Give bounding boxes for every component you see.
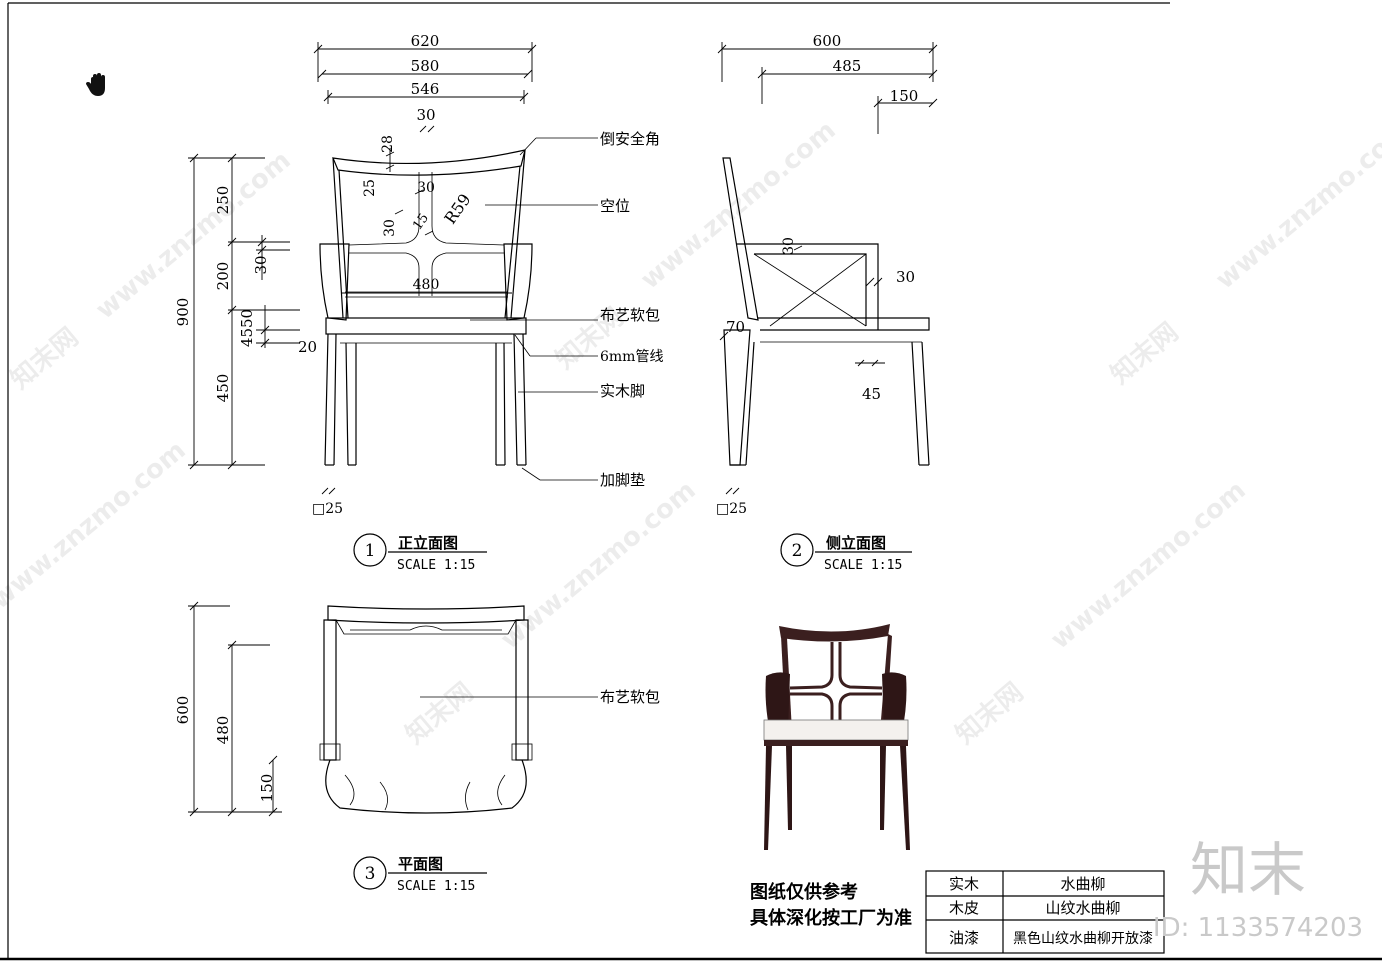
front-leaders	[470, 137, 598, 481]
dim-30-left: 30	[252, 255, 270, 274]
label-piping: 6mm管线	[600, 349, 663, 365]
watermark-cn: 知末网	[950, 677, 1029, 750]
brand-watermark: 知末 ID: 1133574203	[1153, 836, 1363, 943]
front-elevation: 620 580 546 30 900 250 200 30 4550 450 2…	[174, 32, 663, 573]
dim-30-side-a: 30	[781, 237, 797, 255]
watermark-group: www.znzmo.com 知末网 www.znzmo.com 知末网 www.…	[0, 115, 1382, 750]
dim-600: 600	[813, 32, 842, 50]
dim-sq25-side: □25	[716, 501, 747, 517]
watermark-text: www.znzmo.com	[1045, 475, 1251, 655]
dim-485: 485	[833, 57, 862, 75]
table-label: 木皮	[949, 899, 979, 917]
view-name: 侧立面图	[826, 534, 886, 552]
brand-logo: 知末	[1190, 836, 1306, 904]
view-name: 正立面图	[398, 534, 458, 552]
dim-15: 15	[410, 211, 432, 233]
table-value: 水曲柳	[1060, 875, 1105, 893]
watermark-text: www.znzmo.com	[495, 475, 701, 655]
plan-view: 600 480 150 布艺软包 3 平面图 SCALE 1:15	[174, 601, 660, 894]
view-scale: SCALE 1:15	[397, 879, 475, 894]
note-line-1: 图纸仅供参考	[750, 881, 858, 903]
dim-450: 450	[214, 374, 232, 403]
dim-480-plan: 480	[214, 716, 232, 745]
dim-900: 900	[174, 298, 192, 327]
dim-25: 25	[362, 179, 378, 197]
label-plan-upholstery: 布艺软包	[600, 688, 660, 706]
note-line-2: 具体深化按工厂为准	[750, 907, 912, 929]
dim-580: 580	[411, 57, 440, 75]
watermark-text: www.znzmo.com	[1210, 115, 1382, 295]
view-scale: SCALE 1:15	[397, 558, 475, 573]
view-number-circle	[353, 533, 387, 567]
view-number: 2	[792, 541, 803, 561]
dim-150: 150	[890, 87, 919, 105]
table-label: 实木	[949, 875, 979, 893]
view-number: 1	[365, 541, 376, 561]
dim-30-diag: 30	[382, 219, 398, 237]
view-number-circle	[780, 533, 814, 567]
plan-chair-outline	[319, 605, 533, 814]
hand-pan-icon[interactable]	[86, 73, 105, 96]
dim-4550: 4550	[238, 309, 256, 347]
dim-28: 28	[380, 135, 396, 153]
watermark-text: www.znzmo.com	[90, 145, 296, 325]
label-solid-leg: 实木脚	[600, 382, 645, 400]
table-value: 黑色山纹水曲柳开放漆	[1013, 930, 1153, 947]
view-scale: SCALE 1:15	[824, 558, 902, 573]
dim-sq25: □25	[312, 501, 343, 517]
dim-45: 45	[862, 385, 881, 403]
table-label: 油漆	[949, 929, 979, 947]
watermark-cn: 知末网	[400, 677, 479, 750]
notes-block: 图纸仅供参考 具体深化按工厂为准	[750, 881, 912, 929]
side-chair-outline	[722, 157, 930, 466]
dim-30-side-b: 30	[896, 268, 915, 286]
dim-30-top: 30	[416, 106, 435, 124]
dim-20: 20	[298, 338, 317, 356]
dim-600-plan: 600	[174, 696, 192, 725]
label-foot-pad: 加脚垫	[600, 471, 645, 489]
label-gap: 空位	[600, 197, 630, 215]
dim-70: 70	[726, 318, 745, 336]
dim-546: 546	[411, 80, 440, 98]
chair-render-image	[763, 624, 910, 850]
watermark-cn: 知末网	[5, 322, 84, 395]
dim-30-mid: 30	[417, 180, 435, 196]
label-chamfer: 倒安全角	[600, 130, 660, 148]
view-number: 3	[365, 864, 376, 884]
material-table: 实木 水曲柳 木皮 山纹水曲柳 油漆 黑色山纹水曲柳开放漆	[925, 870, 1165, 954]
dim-620: 620	[411, 32, 440, 50]
dim-r59: R59	[440, 190, 474, 227]
view-number-circle	[353, 856, 387, 890]
dim-200: 200	[214, 262, 232, 291]
watermark-text: www.znzmo.com	[0, 435, 192, 615]
brand-id: ID: 1133574203	[1153, 913, 1363, 943]
table-value: 山纹水曲柳	[1045, 899, 1120, 917]
dim-250: 250	[214, 186, 232, 215]
label-upholstery: 布艺软包	[600, 306, 660, 324]
watermark-cn: 知末网	[1105, 317, 1184, 390]
side-elevation: 600 485 150 30 30 70 45 □25 2	[716, 32, 938, 573]
dim-150-plan: 150	[258, 774, 276, 803]
front-chair-outline	[319, 149, 533, 466]
view-name: 平面图	[398, 855, 443, 873]
dim-480: 480	[413, 277, 440, 293]
